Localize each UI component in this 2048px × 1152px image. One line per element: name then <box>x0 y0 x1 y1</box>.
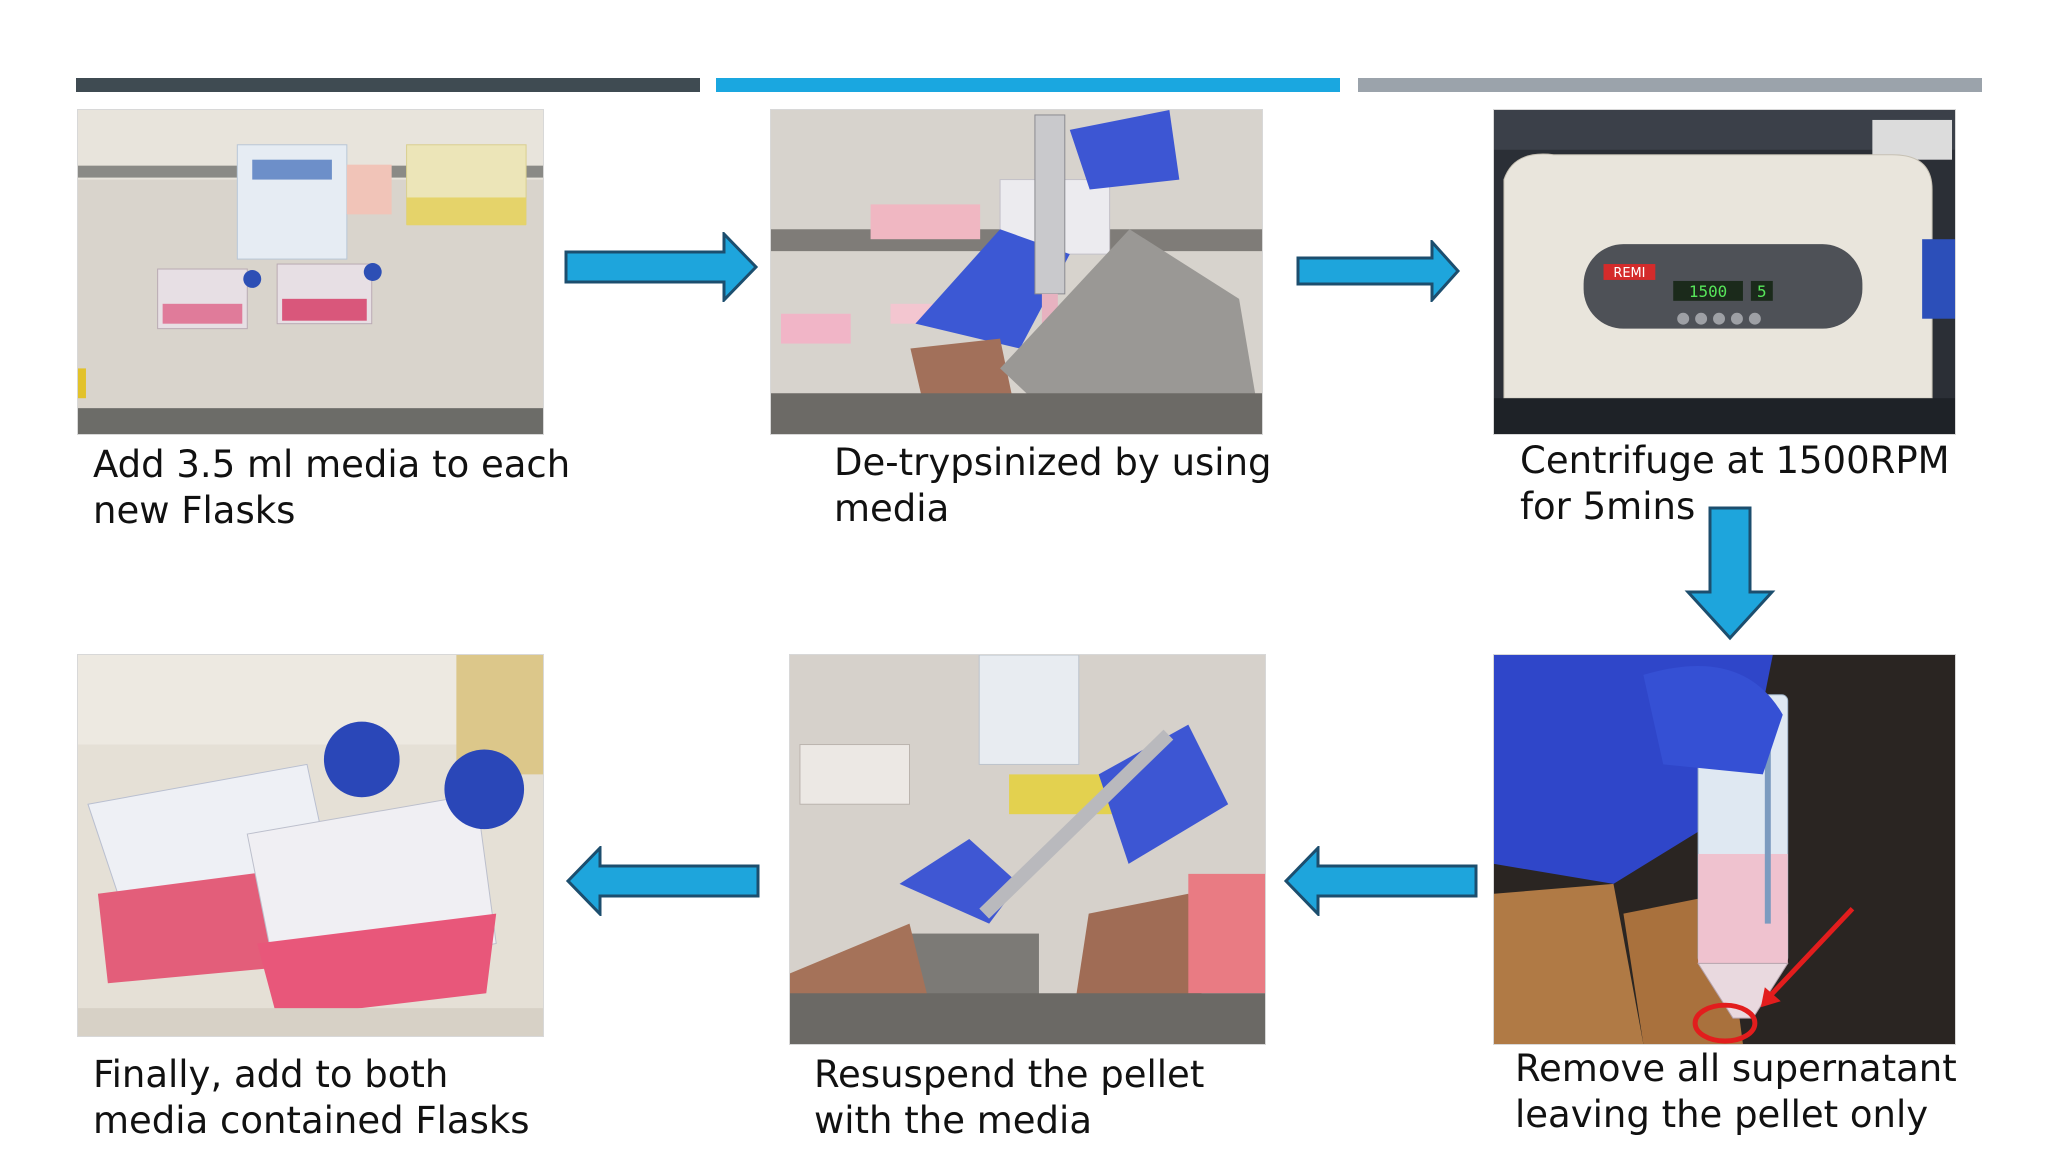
step-2-caption-line1: De-trypsinized by using <box>834 441 1272 484</box>
photo-de-trypsinize <box>770 109 1263 435</box>
step-6-caption-line2: media contained Flasks <box>93 1099 530 1142</box>
centrifuge-speed-display: 1500 <box>1689 282 1727 301</box>
centrifuge-time-display: 5 <box>1757 282 1767 301</box>
photo-final-flasks <box>77 654 544 1037</box>
step-1-caption: Add 3.5 ml media to each new Flasks <box>93 442 570 534</box>
photo-remove-supernatant <box>1493 654 1956 1045</box>
arrow-right-1-icon <box>564 232 759 302</box>
step-2-caption: De-trypsinized by using media <box>834 440 1272 532</box>
photo-add-media-flasks <box>77 109 544 435</box>
step-4-caption-line1: Remove all supernatant <box>1515 1047 1957 1090</box>
step-1-caption-line2: new Flasks <box>93 489 296 532</box>
step-5-caption-line1: Resuspend the pellet <box>814 1053 1205 1096</box>
step-5-caption-line2: with the media <box>814 1099 1092 1142</box>
header-bar-gray <box>1358 78 1982 92</box>
step-2-caption-line2: media <box>834 487 950 530</box>
step-6-caption: Finally, add to both media contained Fla… <box>93 1052 530 1144</box>
step-3-caption: Centrifuge at 1500RPM for 5mins <box>1520 438 1950 530</box>
step-6-caption-line1: Finally, add to both <box>93 1053 449 1096</box>
arrow-right-2-icon <box>1296 240 1461 302</box>
header-bar-blue <box>716 78 1340 92</box>
arrow-left-2-icon <box>565 846 760 916</box>
step-1-caption-line1: Add 3.5 ml media to each <box>93 443 571 486</box>
arrow-down-icon <box>1684 506 1776 641</box>
step-5-caption: Resuspend the pellet with the media <box>814 1052 1204 1144</box>
step-3-caption-line2: for 5mins <box>1520 485 1696 528</box>
header-bar-dark <box>76 78 700 92</box>
arrow-left-1-icon <box>1283 846 1478 916</box>
centrifuge-brand-label: REMI <box>1613 266 1645 281</box>
step-3-caption-line1: Centrifuge at 1500RPM <box>1520 439 1950 482</box>
photo-centrifuge: REMI 1500 5 <box>1493 109 1956 435</box>
photo-resuspend-pellet <box>789 654 1266 1045</box>
step-4-caption-line2: leaving the pellet only <box>1515 1093 1929 1136</box>
step-4-caption: Remove all supernatant leaving the pelle… <box>1515 1046 1957 1138</box>
